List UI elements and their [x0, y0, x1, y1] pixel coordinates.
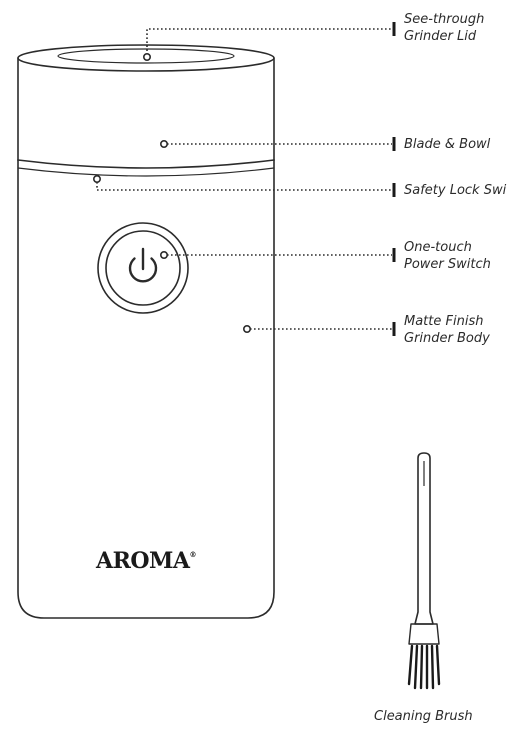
- cleaning-brush-label: Cleaning Brush: [374, 708, 473, 725]
- safety-label-line1: Safety Lock Swi: [404, 183, 507, 198]
- aroma-logo: AROMA®: [96, 548, 196, 574]
- power-label-line2: Power Switch: [404, 257, 491, 272]
- power-button-inner: [105, 230, 181, 306]
- callout-line-safety: [96, 182, 392, 191]
- lid-bottom-edge: [17, 159, 275, 169]
- callout-label-blade: Blade & Bowl: [404, 136, 490, 153]
- callout-dot-power: [160, 251, 169, 260]
- callout-dot-body: [243, 324, 252, 333]
- callout-dot-safety: [93, 175, 102, 184]
- callout-label-power: One-touch Power Switch: [404, 239, 491, 273]
- callout-label-lid: See-through Grinder Lid: [404, 11, 484, 45]
- power-button-outer: [97, 222, 189, 314]
- body-label-line2: Grinder Body: [404, 331, 490, 346]
- power-label-line1: One-touch: [404, 240, 472, 255]
- callout-label-safety: Safety Lock Swi: [404, 182, 509, 199]
- brush-handle: [414, 452, 434, 625]
- brand-registered-mark: ®: [189, 550, 196, 559]
- callout-line-lid: [146, 28, 392, 55]
- lid-label-line1: See-through: [404, 12, 485, 27]
- blade-label-line1: Blade & Bowl: [404, 137, 491, 152]
- power-icon: [128, 247, 158, 283]
- brush-ferrule: [408, 623, 440, 645]
- brush-label-text: Cleaning Brush: [374, 709, 473, 724]
- callout-dot-blade: [160, 140, 169, 149]
- grinder-body-outline: [17, 159, 275, 619]
- brand-name: AROMA: [96, 548, 190, 574]
- callout-dot-lid: [143, 52, 152, 61]
- lid-window: [57, 48, 235, 64]
- lid-label-line2: Grinder Lid: [404, 29, 477, 44]
- callout-label-body: Matte Finish Grinder Body: [404, 313, 490, 347]
- cleaning-brush-drawing: [408, 452, 440, 645]
- body-rim-line: [17, 167, 275, 177]
- body-label-line1: Matte Finish: [404, 314, 484, 329]
- brush-bristles: [407, 644, 441, 690]
